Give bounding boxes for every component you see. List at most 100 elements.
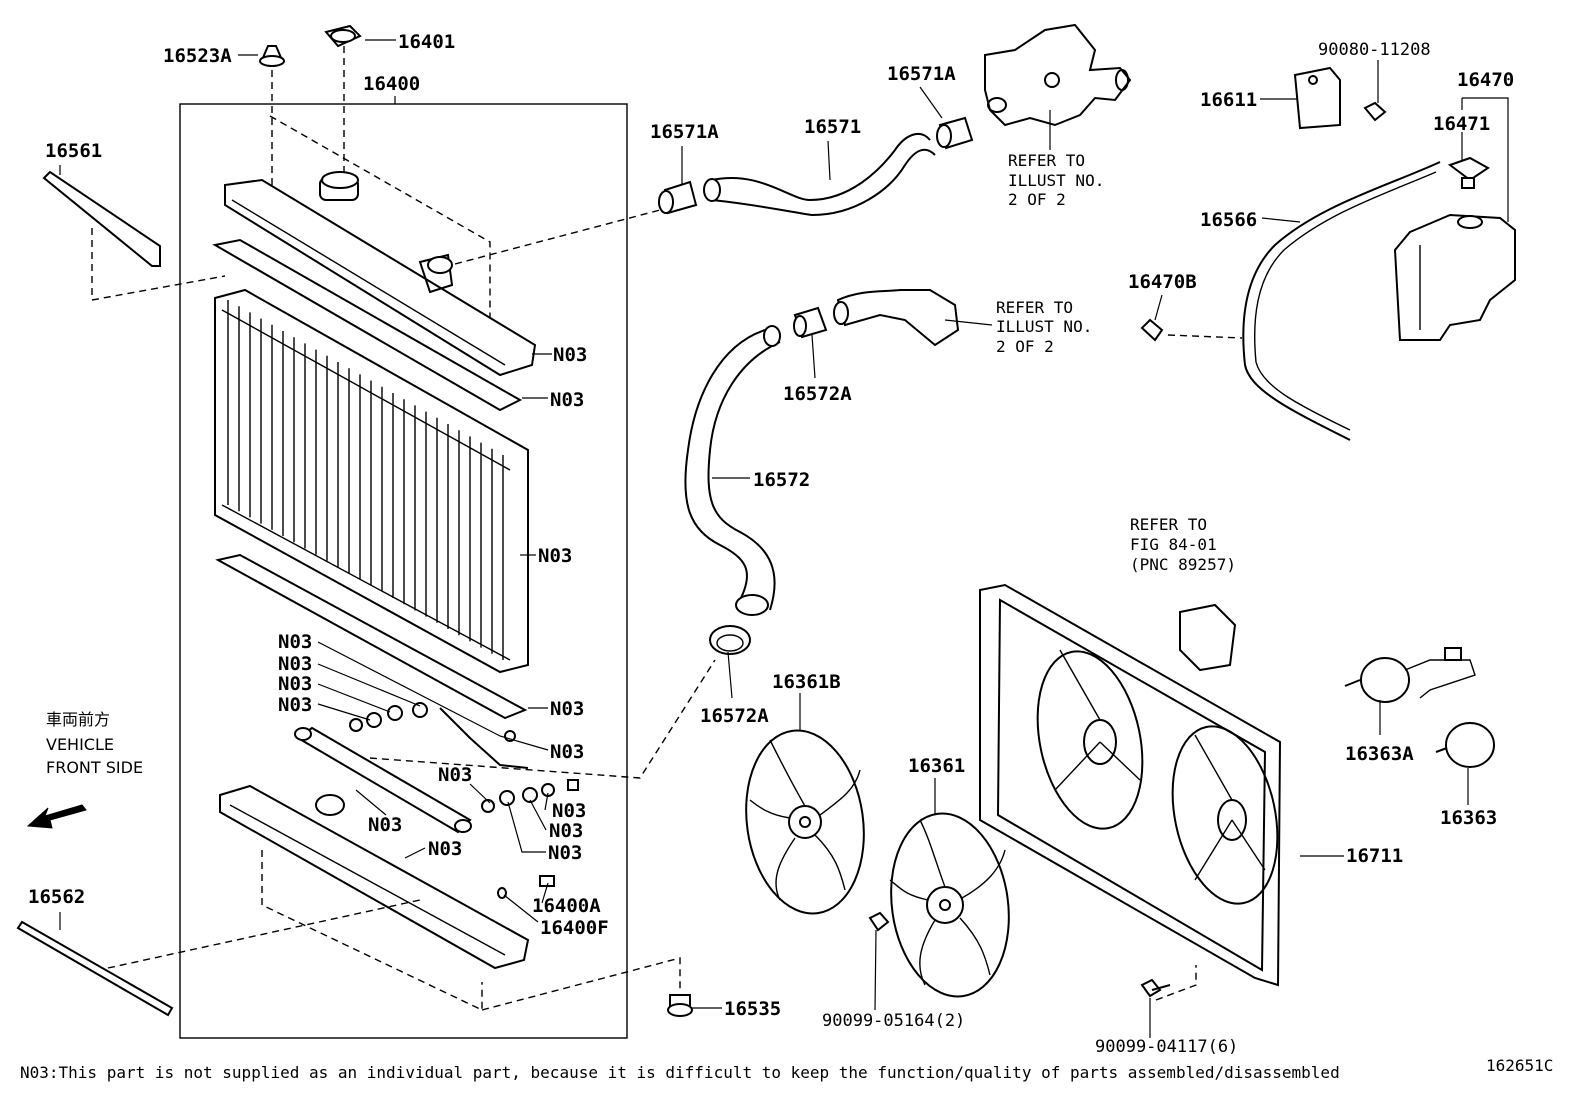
screw-90099-04117 [1140, 978, 1171, 998]
svg-text:(PNC 89257): (PNC 89257) [1130, 555, 1236, 574]
label-n03: N03 [550, 741, 584, 763]
label-16400A: 16400A [532, 895, 601, 917]
label-n03: N03 [550, 698, 584, 720]
label-16572A-bottom: 16572A [700, 705, 769, 727]
radiator-core [214, 288, 529, 674]
radiator-upper-tank [224, 171, 537, 377]
overflow-hose-16566 [1242, 161, 1441, 441]
svg-text:ILLUST NO.: ILLUST NO. [996, 317, 1092, 336]
drain-plug-16535 [667, 994, 693, 1017]
cap-16523A [259, 45, 285, 67]
oil-cooler-tube [294, 726, 472, 834]
fan-shroud-16711 [979, 583, 1282, 987]
fan-16361 [889, 812, 1010, 998]
seal-16561 [42, 170, 161, 267]
label-16611: 16611 [1200, 89, 1257, 111]
vehicle-front-arrow [26, 804, 87, 829]
hose-clamp-16571A-right [936, 116, 974, 150]
label-16400: 16400 [363, 73, 420, 95]
reservoir-cap-16471 [1447, 156, 1490, 189]
hose-clamp-16571A-left [658, 180, 698, 215]
svg-text:REFER TO: REFER TO [996, 298, 1073, 317]
label-16711: 16711 [1346, 845, 1403, 867]
seal-16562 [16, 920, 174, 1017]
label-n03: N03 [550, 389, 584, 411]
label-16470: 16470 [1457, 69, 1514, 91]
refer-note-upper-hose: REFER TO ILLUST NO. 2 OF 2 [1008, 151, 1104, 209]
label-16523A: 16523A [163, 45, 232, 67]
refer-note-fan-controller: REFER TO FIG 84-01 (PNC 89257) [1130, 515, 1236, 574]
hose-clamp-16572A-top [793, 306, 828, 339]
overflow-hose-16566-inner [1254, 171, 1437, 431]
reservoir-tank-16470 [1393, 213, 1516, 341]
label-16363: 16363 [1440, 807, 1497, 829]
svg-text:REFER TO: REFER TO [1130, 515, 1207, 534]
footnote-n03: N03:This part is not supplied as an indi… [20, 1063, 1340, 1082]
radiator-lower-tank [219, 784, 530, 970]
figure-id: 162651C [1486, 1056, 1553, 1075]
label-n03: N03 [428, 838, 462, 860]
label-90080-11208: 90080-11208 [1318, 40, 1431, 60]
bracket-16611 [1293, 66, 1341, 130]
label-n03: N03 [538, 545, 572, 567]
label-16566: 16566 [1200, 209, 1257, 231]
label-n03: N03 [553, 344, 587, 366]
label-n03: N03 [548, 842, 582, 864]
svg-text:REFER TO: REFER TO [1008, 151, 1085, 170]
water-inlet-pipe [833, 289, 960, 347]
label-16400F: 16400F [540, 917, 609, 939]
label-90099-04117: 90099-04117(6) [1095, 1037, 1238, 1057]
label-16470B: 16470B [1128, 271, 1197, 293]
label-16562: 16562 [28, 886, 85, 908]
svg-text:2 OF 2: 2 OF 2 [996, 337, 1054, 356]
label-n03: N03 [278, 631, 312, 653]
label-16572: 16572 [753, 469, 810, 491]
label-n03: N03 [278, 653, 312, 675]
label-n03: N03 [278, 694, 312, 716]
radiator-assembly-box [179, 103, 628, 1039]
n03-fittings [349, 702, 579, 887]
svg-text:FRONT SIDE: FRONT SIDE [46, 758, 143, 777]
refer-note-lower-hose: REFER TO ILLUST NO. 2 OF 2 [996, 298, 1092, 356]
fan-16361B [745, 729, 865, 915]
label-16571: 16571 [804, 116, 861, 138]
label-16361: 16361 [908, 755, 965, 777]
svg-text:FIG 84-01: FIG 84-01 [1130, 535, 1217, 554]
label-16363A: 16363A [1345, 743, 1414, 765]
lower-tank-gasket [215, 553, 528, 720]
assembly-dashed-lines [91, 46, 1243, 1012]
svg-text:ILLUST NO.: ILLUST NO. [1008, 171, 1104, 190]
water-outlet-housing [984, 23, 1132, 127]
upper-tank-gasket [212, 238, 523, 412]
bolt-90080-11208 [1363, 101, 1387, 122]
label-16561: 16561 [45, 140, 102, 162]
svg-text:2 OF 2: 2 OF 2 [1008, 190, 1066, 209]
fan-controller [1179, 603, 1237, 672]
label-n03: N03 [552, 800, 586, 822]
label-n03: N03 [368, 814, 402, 836]
hose-clamp-16572A-bottom [709, 625, 751, 655]
label-16571A-left: 16571A [650, 121, 719, 143]
lower-hose-16572 [684, 325, 781, 616]
label-16361B: 16361B [772, 671, 841, 693]
label-16571A-top: 16571A [887, 63, 956, 85]
label-16471: 16471 [1433, 113, 1490, 135]
fan-motor-16363 [1435, 722, 1495, 768]
label-90099-05164: 90099-05164(2) [822, 1011, 965, 1031]
label-16535: 16535 [724, 998, 781, 1020]
svg-text:VEHICLE: VEHICLE [46, 735, 114, 754]
label-n03: N03 [438, 764, 472, 786]
label-n03: N03 [278, 673, 312, 695]
hose-clip-16470B [1140, 318, 1164, 342]
vehicle-front-label: 車両前方 VEHICLE FRONT SIDE [46, 710, 143, 777]
upper-hose-16571 [703, 132, 936, 217]
fan-motor-16363A [1344, 647, 1476, 703]
screw-90099-05164 [868, 911, 890, 932]
radiator-cap-16401 [324, 24, 362, 48]
leader-lines [59, 39, 1509, 1038]
label-n03: N03 [549, 820, 583, 842]
label-16572A-top: 16572A [783, 383, 852, 405]
svg-text:車両前方: 車両前方 [46, 710, 110, 729]
label-16401: 16401 [398, 31, 455, 53]
